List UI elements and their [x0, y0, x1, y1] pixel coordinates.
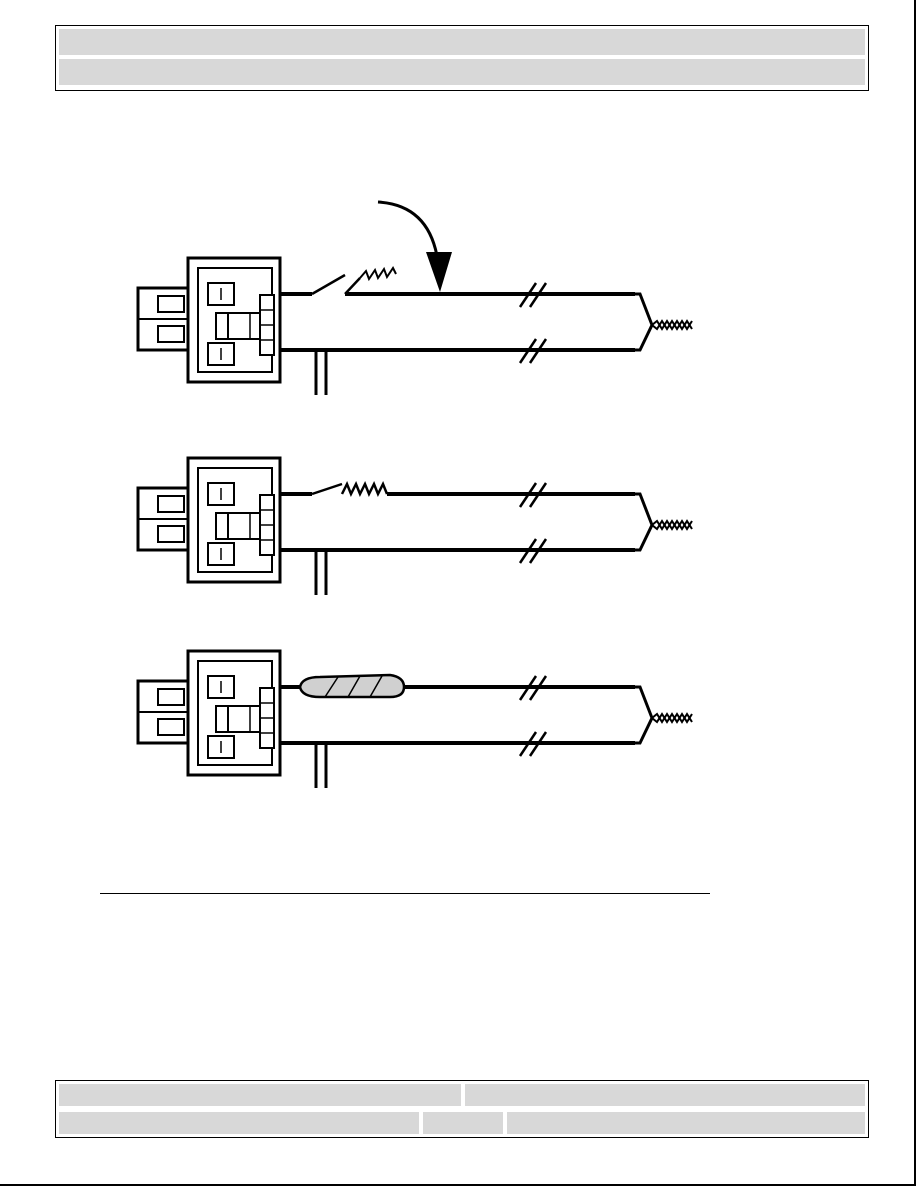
footer-left-top [59, 1084, 461, 1106]
header-subtitle [59, 59, 865, 85]
header-title [59, 29, 865, 55]
footer-right-top [465, 1084, 865, 1106]
caption-rule [100, 893, 710, 894]
footer-right-bottom [507, 1112, 865, 1134]
panel-3-taped-wire [136, 649, 694, 790]
panel-1-separated-wire [136, 200, 694, 397]
header-box [55, 25, 869, 91]
panel-2-twisted-wire [136, 456, 694, 597]
footer-middle-bottom [423, 1112, 503, 1134]
wire-repair-illustration [136, 200, 694, 790]
footer-left-bottom [59, 1112, 419, 1134]
footer-box [55, 1080, 869, 1138]
